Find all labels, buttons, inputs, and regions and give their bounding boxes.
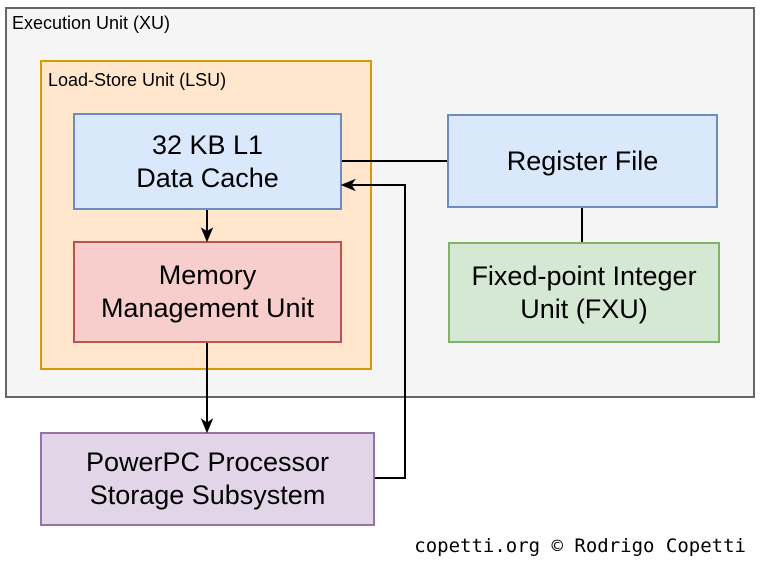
load-store-unit-label: Load-Store Unit (LSU) <box>48 70 227 90</box>
fixed-point-integer-unit-node: Fixed-point Integer Unit (FXU) <box>448 242 720 343</box>
storage-subsystem-node: PowerPC Processor Storage Subsystem <box>40 432 375 526</box>
data-cache-node: 32 KB L1 Data Cache <box>73 113 342 210</box>
arrowhead-mmu-storage <box>200 418 214 434</box>
execution-unit-label: Execution Unit (XU) <box>12 13 171 33</box>
register-file-node: Register File <box>447 114 718 208</box>
watermark-text: copetti.org © Rodrigo Copetti <box>414 535 746 557</box>
memory-management-unit-node: Memory Management Unit <box>73 241 342 343</box>
